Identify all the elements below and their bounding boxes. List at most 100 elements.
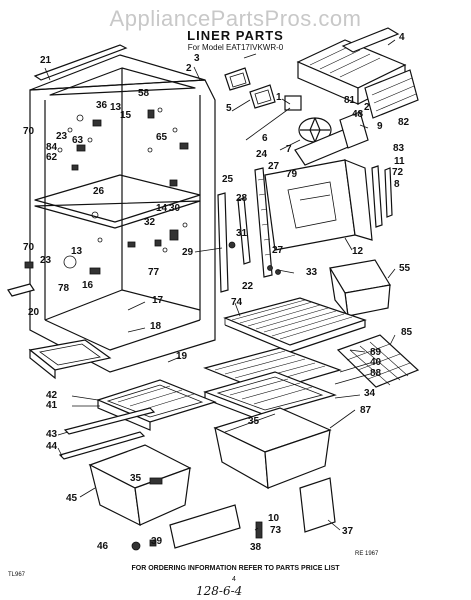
- callout-number: 31: [236, 228, 248, 239]
- callout-number: 58: [138, 88, 150, 99]
- callout-number: 65: [156, 132, 168, 143]
- fan-assembly: [284, 95, 369, 166]
- dairy-bin: [329, 259, 391, 319]
- callout-number: 2: [364, 102, 370, 113]
- callout-number: 34: [364, 388, 376, 399]
- freezer-shelf-lower: [28, 339, 112, 380]
- callout-number: 15: [120, 110, 132, 121]
- callout-number: 83: [393, 143, 405, 154]
- side-strip: [371, 165, 383, 228]
- callout-number: 23: [56, 131, 68, 142]
- shelf-support: [237, 197, 251, 265]
- light-assembly: [224, 53, 276, 109]
- drawer-stop: [255, 521, 263, 539]
- callout-number: 55: [399, 263, 411, 274]
- callout-number: 62: [46, 152, 58, 163]
- egg-tray: [336, 334, 420, 388]
- callout-number: 28: [236, 193, 248, 204]
- callout-number: 33: [306, 267, 318, 278]
- callout-number: 42: [46, 390, 58, 401]
- callout-number: 37: [342, 526, 354, 537]
- handwritten-note: 128-6-4: [196, 584, 243, 598]
- model-subtitle: For Model EAT17IVKWR-0: [187, 43, 284, 52]
- meat-keeper-drawer: [88, 444, 192, 527]
- evaporator-cover: [264, 159, 373, 251]
- drawer-front: [169, 504, 241, 549]
- callout-number: 85: [401, 327, 413, 338]
- knob: [131, 541, 141, 551]
- callout-number: 84: [46, 142, 58, 153]
- callout-number: 8: [394, 179, 400, 190]
- callout-number: 5: [226, 103, 232, 114]
- callout-number: 88: [370, 368, 382, 379]
- ordering-note: FOR ORDERING INFORMATION REFER TO PARTS …: [131, 565, 340, 572]
- callout-number: 16: [82, 280, 94, 291]
- callout-number: 2: [186, 63, 192, 74]
- callout-number: 17: [152, 295, 164, 306]
- control-panel: [364, 69, 419, 119]
- callout-number: 19: [176, 351, 188, 362]
- callout-number: 36: [96, 100, 108, 111]
- callout-number: 82: [398, 117, 410, 128]
- callout-number: 30: [169, 203, 181, 214]
- callout-number: 41: [46, 400, 58, 411]
- callout-number: 74: [231, 297, 243, 308]
- callout-number: 21: [40, 55, 52, 66]
- callout-number: 39: [151, 536, 163, 547]
- wire-shelf: [223, 297, 367, 353]
- callout-number: 13: [71, 246, 83, 257]
- callout-number: 25: [222, 174, 234, 185]
- callout-number: 79: [286, 169, 298, 180]
- callout-number: 70: [23, 242, 35, 253]
- callout-number: 35: [130, 473, 142, 484]
- callout-number: 87: [360, 405, 372, 416]
- callout-number: 12: [352, 246, 364, 257]
- callout-number: 45: [66, 493, 78, 504]
- document-code: TL967: [8, 572, 26, 578]
- callout-number: 63: [72, 135, 84, 146]
- callout-number: 14: [156, 203, 168, 214]
- callout-number: 38: [250, 542, 262, 553]
- side-strip: [384, 167, 393, 218]
- callout-number: 1: [276, 92, 282, 103]
- callout-number: 73: [270, 525, 282, 536]
- callout-number: 26: [93, 186, 105, 197]
- callout-number: 77: [148, 267, 160, 278]
- callout-number: 18: [150, 321, 162, 332]
- callout-number: 24: [256, 149, 268, 160]
- callout-number: 4: [399, 32, 405, 43]
- callout-number: 20: [28, 307, 40, 318]
- callout-number: 32: [144, 217, 156, 228]
- callout-number: 46: [97, 541, 109, 552]
- callout-number: 44: [46, 441, 58, 452]
- callout-number: 6: [262, 133, 268, 144]
- callout-number: 23: [40, 255, 52, 266]
- callout-number: 72: [392, 167, 404, 178]
- callout-number: 22: [242, 281, 254, 292]
- callout-number: 48: [352, 109, 364, 120]
- callout-number: 89: [370, 347, 382, 358]
- shelf-support: [217, 192, 229, 293]
- callout-number: 70: [23, 126, 35, 137]
- drawer-front: [299, 477, 336, 533]
- callout-number: 81: [344, 95, 356, 106]
- callout-number: 29: [182, 247, 194, 258]
- crisper-cover: [203, 371, 337, 423]
- callout-number: 27: [268, 161, 280, 172]
- crisper-drawer: [213, 407, 332, 490]
- callout-number: 7: [286, 144, 292, 155]
- drawer-rail: [63, 407, 156, 435]
- callout-number: 40: [370, 357, 382, 368]
- callout-number: 10: [268, 513, 280, 524]
- page-number: 4: [232, 576, 236, 583]
- callout-number: 35: [248, 416, 260, 427]
- diagram-title: LINER PARTS: [187, 28, 284, 43]
- callout-number: 13: [110, 102, 122, 113]
- callout-number: 9: [377, 121, 383, 132]
- cabinet-liner: [24, 54, 216, 373]
- callout-number: 3: [194, 53, 200, 64]
- drawer-rail: [58, 431, 146, 460]
- callout-number: 78: [58, 283, 70, 294]
- watermark-text: AppliancePartsPros.com: [109, 6, 362, 31]
